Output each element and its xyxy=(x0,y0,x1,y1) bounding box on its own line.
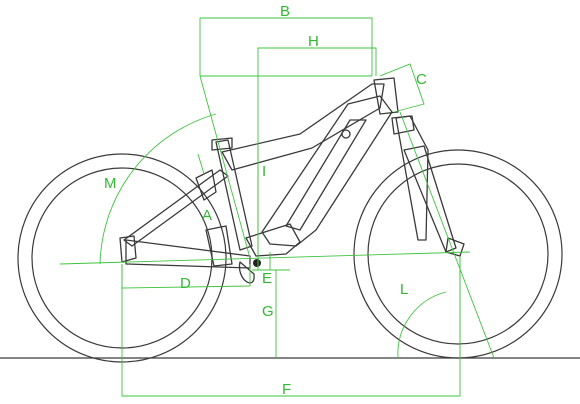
dim-h-line xyxy=(257,47,377,270)
seat-stay xyxy=(123,169,229,247)
rear-fender-lower xyxy=(205,225,233,267)
dim-l-arc xyxy=(397,291,447,359)
stem xyxy=(391,115,415,135)
dim-m-arc xyxy=(99,113,217,265)
dim-a-tick xyxy=(197,153,205,175)
label-h: H xyxy=(308,33,319,50)
head-tube xyxy=(373,77,399,115)
top-tube xyxy=(221,83,385,171)
label-c: C xyxy=(416,71,427,88)
dim-b-line xyxy=(199,17,373,76)
dim-c-line xyxy=(379,63,425,113)
dimension-lines xyxy=(59,17,495,397)
label-b: B xyxy=(280,3,290,20)
label-l: L xyxy=(400,281,408,298)
fork-stanchion xyxy=(395,115,429,241)
label-e: E xyxy=(262,270,272,287)
fork-lower xyxy=(403,145,457,253)
front-tire-inner xyxy=(367,163,549,345)
bottom-bracket xyxy=(253,259,261,267)
front-tire-outer xyxy=(353,149,563,359)
label-i: I xyxy=(262,163,266,180)
label-a: A xyxy=(202,207,212,224)
rear-fender-upper xyxy=(195,169,217,201)
seat-tube xyxy=(215,139,253,251)
dim-f-line xyxy=(121,256,461,397)
dim-a-line xyxy=(199,75,251,259)
label-g: G xyxy=(262,303,274,320)
rear-dropout xyxy=(119,235,137,263)
frame-bolt xyxy=(341,129,351,139)
dim-steer-axis xyxy=(399,111,495,359)
bike-frame xyxy=(119,77,465,284)
label-f: F xyxy=(282,381,291,398)
crank-arm xyxy=(238,261,255,284)
front-wheel xyxy=(353,149,563,359)
down-tube xyxy=(261,95,393,247)
dim-axle-line xyxy=(59,251,471,265)
seat-clamp xyxy=(211,137,233,151)
motor-housing xyxy=(245,223,301,257)
battery-pack xyxy=(285,119,367,231)
label-m: M xyxy=(104,175,117,192)
dimension-labels: B H C I M A E D G L F xyxy=(104,3,427,398)
label-d: D xyxy=(180,275,191,292)
